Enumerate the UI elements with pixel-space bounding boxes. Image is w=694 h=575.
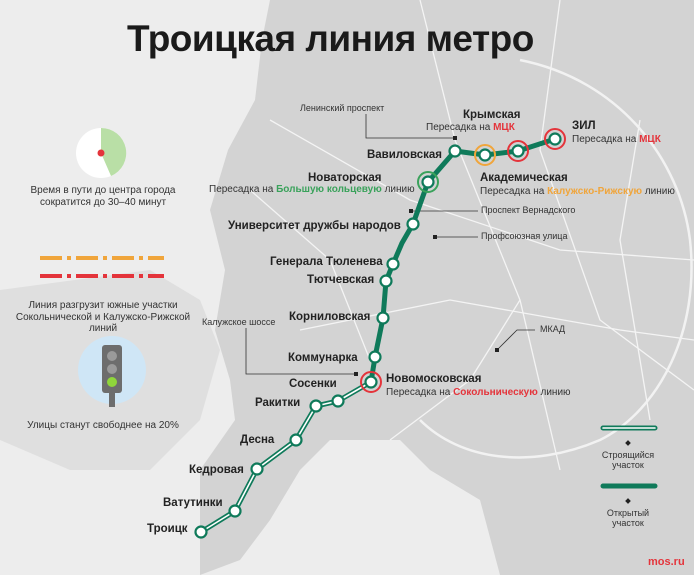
- legend-construction-icon: [600, 425, 658, 446]
- transfer-akademicheskaya: Пересадка на Калужско-Рижскую линию: [480, 186, 675, 197]
- pointer-dots: [354, 136, 499, 376]
- city-area: [200, 0, 694, 575]
- station-marker-desna: [289, 433, 303, 447]
- station-marker-kommunarka: [368, 350, 382, 364]
- station-marker-akademicheskaya: [478, 148, 492, 162]
- station-label-zil: ЗИЛ: [572, 120, 596, 132]
- novomoskovskaya-ring: [360, 371, 382, 393]
- station-marker-novatorskaya: [421, 175, 435, 189]
- legend-construction-label: Строящийся участок: [601, 450, 655, 470]
- station-label-sosenki: Сосенки: [289, 378, 337, 390]
- street-label-vernadskogo: Проспект Вернадского: [481, 205, 576, 215]
- station-label-kedrovaya: Кедровая: [189, 464, 244, 476]
- station-marker-udn: [406, 217, 420, 231]
- station-label-akademicheskaya: Академическая: [480, 172, 568, 184]
- source-label: mos.ru: [648, 556, 685, 568]
- station-markers: [194, 132, 562, 539]
- transfer-zil: Пересадка на МЦК: [572, 134, 661, 145]
- station-marker-novomoskovskaya: [364, 375, 378, 389]
- station-marker-troitsk: [194, 525, 208, 539]
- station-marker-sosenki: [331, 394, 345, 408]
- info-traffic-text: Улицы станут свободнее на 20%: [27, 420, 179, 431]
- street-label-mkad: МКАД: [540, 324, 566, 334]
- street-label-kaluzhskoe: Калужское шоссе: [202, 317, 276, 327]
- mkad-ring: [419, 58, 693, 459]
- legend-open-label: Открытый участок: [606, 508, 650, 528]
- novatorskaya-ring: [417, 171, 439, 193]
- roads: [249, 0, 694, 471]
- station-label-troitsk: Троицк: [147, 523, 188, 535]
- station-marker-tyuleneva: [386, 257, 400, 271]
- transfer-novatorskaya: Пересадка на Большую кольцевую линию: [209, 184, 415, 195]
- street-label-profsoyuznaya: Профсоюзная улица: [481, 231, 568, 241]
- zil-mcc-ring: [544, 128, 566, 150]
- street-label-leninsky: Ленинский проспект: [300, 103, 385, 113]
- station-label-krymskaya: Крымская: [463, 109, 521, 121]
- station-marker-vavilovskaya: [448, 144, 462, 158]
- clock-icon: [76, 127, 127, 178]
- info-time-text: Время в пути до центра города сократится…: [30, 185, 176, 208]
- station-marker-krymskaya: [511, 144, 525, 158]
- krymskaya-mcc-ring: [507, 140, 529, 162]
- transfer-novomoskovskaya: Пересадка на Сокольническую линию: [386, 387, 571, 398]
- station-label-tyuleneva: Генерала Тюленева: [270, 256, 383, 268]
- station-label-vavilovskaya: Вавиловская: [366, 149, 442, 161]
- station-label-novomoskovskaya: Новомосковская: [386, 373, 482, 385]
- traffic-light-icon: [78, 336, 146, 407]
- station-marker-rakitki: [309, 399, 323, 413]
- station-label-desna: Десна: [240, 434, 275, 446]
- pointer-lines: [245, 114, 535, 375]
- station-label-kommunarka: Коммунарка: [288, 352, 358, 364]
- legend-open-icon: [600, 483, 658, 504]
- station-marker-kornilovskaya: [376, 311, 390, 325]
- station-label-vatutinki: Ватутинки: [163, 497, 223, 509]
- line-dash-icons: [40, 256, 164, 278]
- station-label-novatorskaya: Новаторская: [308, 172, 382, 184]
- station-marker-zil: [548, 132, 562, 146]
- akademicheskaya-ring: [474, 144, 496, 166]
- station-label-kornilovskaya: Корниловская: [289, 311, 371, 323]
- station-marker-kedrovaya: [250, 462, 264, 476]
- station-label-rakitki: Ракитки: [255, 397, 301, 409]
- page-title: Троицкая линия метро: [127, 18, 534, 59]
- info-unload-text: Линия разгрузит южные участки Сокольниче…: [15, 300, 191, 334]
- station-label-udn: Университет дружбы народов: [228, 220, 401, 232]
- transfer-krymskaya: Пересадка на МЦК: [426, 122, 515, 133]
- transfer-rings: [360, 128, 566, 393]
- station-label-tyutchevskaya: Тютчевская: [307, 274, 375, 286]
- station-marker-vatutinki: [228, 504, 242, 518]
- station-marker-tyutchevskaya: [379, 274, 393, 288]
